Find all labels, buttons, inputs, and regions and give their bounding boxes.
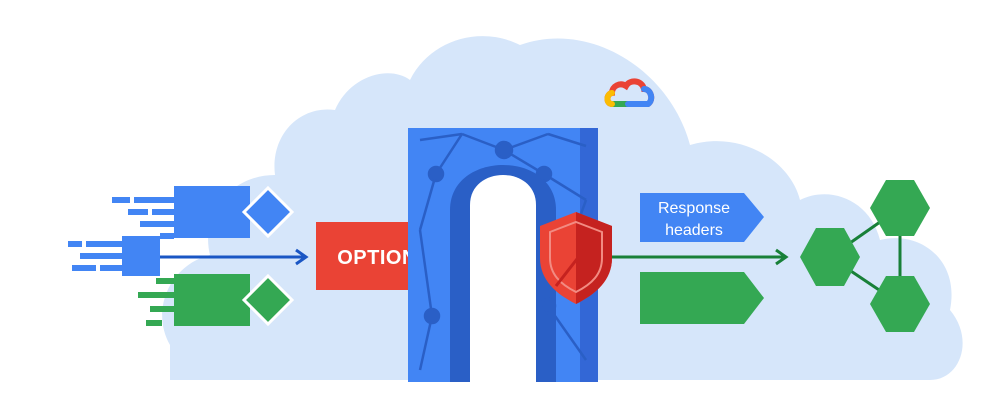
arch-gateway-icon	[408, 128, 598, 382]
response-arrow	[612, 248, 789, 266]
green-request-block	[174, 273, 295, 327]
hexagon-top	[870, 180, 930, 236]
speed-lines-top	[112, 197, 174, 239]
middle-request-square	[122, 236, 160, 276]
speed-lines-bottom	[138, 278, 174, 326]
blue-request-block	[174, 185, 295, 239]
speed-lines-middle	[68, 241, 122, 271]
cloud-logo-icon	[604, 78, 655, 107]
response-headers-tag: Response headers	[640, 193, 764, 242]
options-label: OPTIONS	[337, 247, 431, 269]
hexagon-bottom	[870, 276, 930, 332]
arch-network	[418, 132, 588, 371]
shield-icon	[540, 212, 612, 304]
green-response-tag	[640, 272, 764, 324]
request-arrow	[160, 248, 309, 266]
hexagon-network-icon	[800, 180, 930, 332]
response-label-line1: Response	[658, 200, 730, 217]
response-label-line2: headers	[665, 222, 723, 239]
hexagon-left	[800, 228, 860, 286]
